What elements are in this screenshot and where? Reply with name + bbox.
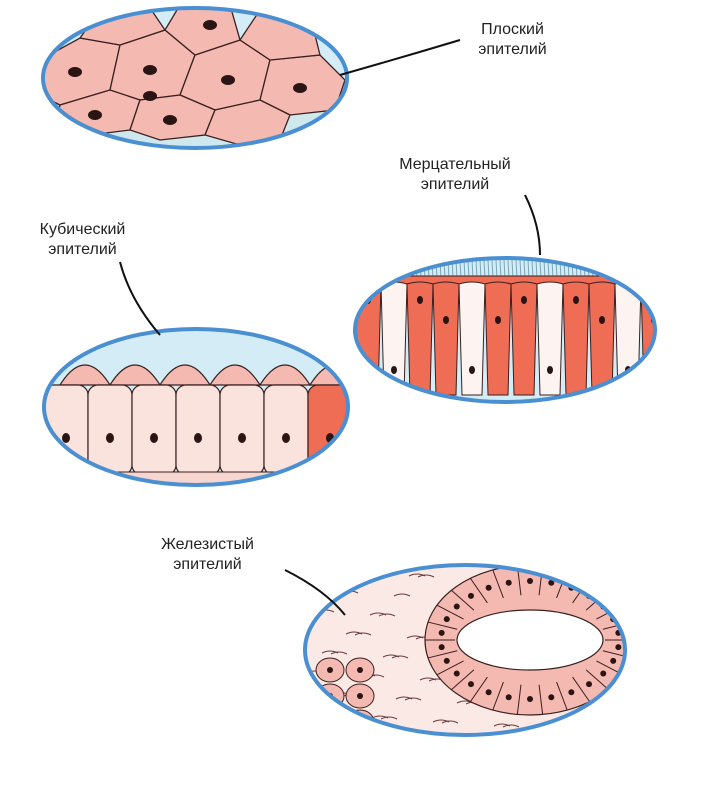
leader-line-ciliated bbox=[524, 194, 541, 256]
glandular-epithelium-oval bbox=[303, 563, 627, 737]
label-ciliated: Мерцательный эпителий bbox=[399, 156, 511, 193]
label-glandular: Железистый эпителий bbox=[161, 536, 254, 573]
cuboidal-epithelium-oval bbox=[42, 327, 350, 487]
leader-line-glandular bbox=[284, 569, 346, 616]
ciliated-epithelium-oval bbox=[353, 256, 657, 404]
label-squamous: Плоский эпителий bbox=[478, 21, 547, 58]
leader-line-cuboidal bbox=[119, 261, 161, 336]
leader-line-squamous bbox=[339, 39, 461, 76]
squamous-epithelium-oval bbox=[41, 6, 349, 150]
label-cuboidal: Кубический эпителий bbox=[39, 221, 126, 258]
